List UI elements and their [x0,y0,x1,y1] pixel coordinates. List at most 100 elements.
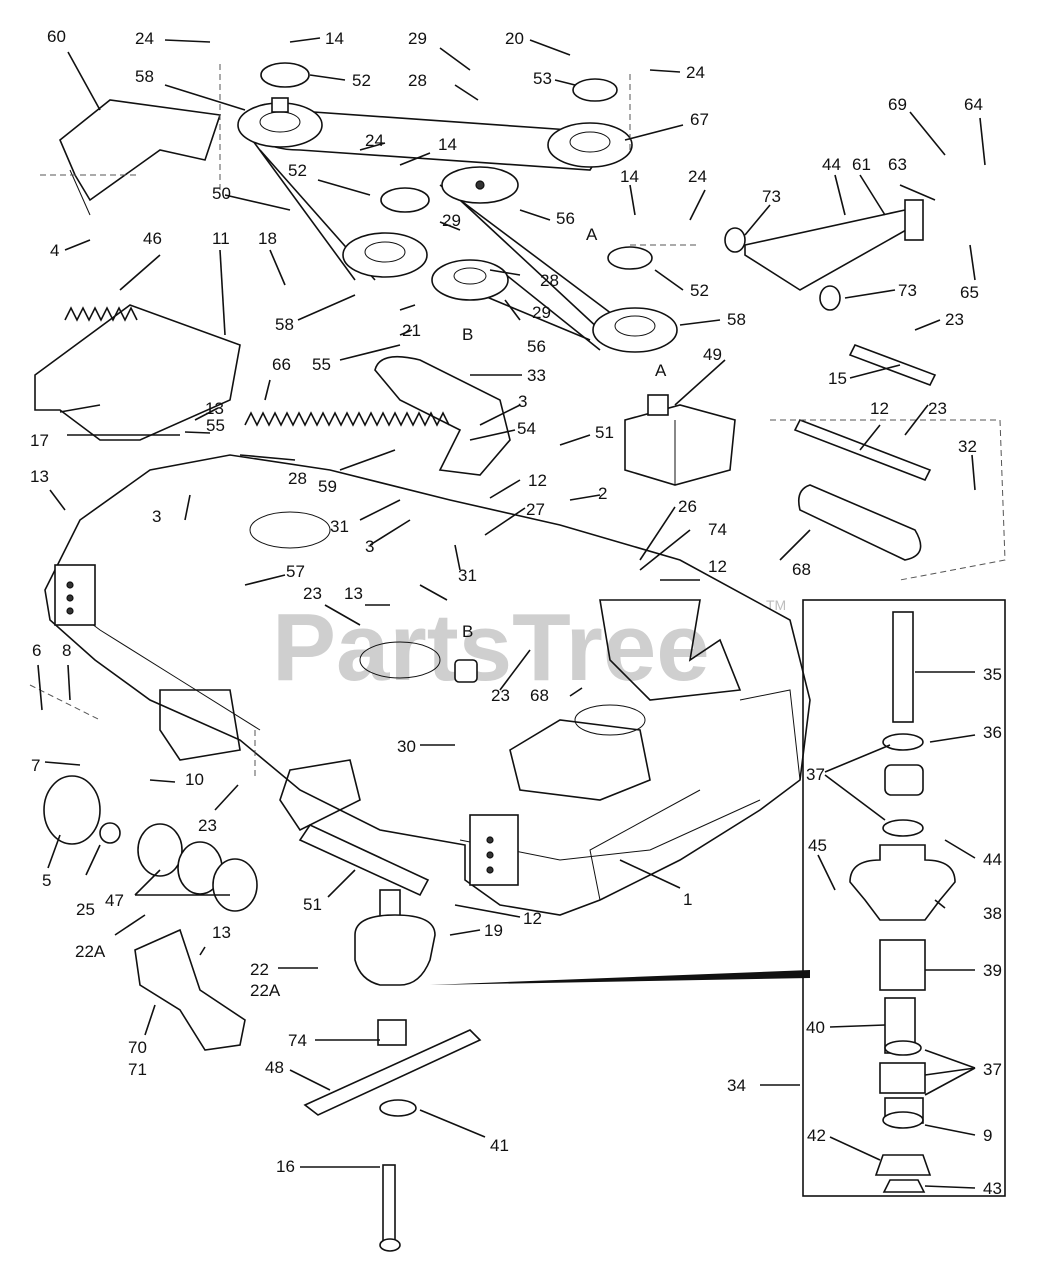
callout-label: 9 [983,1126,992,1145]
callout-label: 56 [556,209,575,228]
callout-label: 15 [828,369,847,388]
rear-roller-assembly [724,199,937,561]
callout-label: 49 [703,345,722,364]
callout-label: 23 [928,399,947,418]
callout-label: 58 [135,67,154,86]
callout-label: 24 [688,167,707,186]
callout-label: 37 [806,765,825,784]
callout-label: 12 [523,909,542,928]
callout-label: 4 [50,241,59,260]
callout-label: 14 [620,167,639,186]
callout-label: 38 [983,904,1002,923]
callout-label: 3 [365,537,374,556]
callout-label: 29 [442,211,461,230]
callout-label: 23 [198,816,217,835]
callout-label: 69 [888,95,907,114]
callout-label: 31 [458,566,477,585]
callout-label: 73 [898,281,917,300]
detail-pointer [430,970,810,985]
callout-label: 22A [250,981,281,1000]
callout-label: 59 [318,477,337,496]
idler-arm [374,355,511,476]
callout-label: 54 [517,419,536,438]
callout-label: 17 [30,431,49,450]
callout-label: 13 [212,923,231,942]
callout-label: 12 [708,557,727,576]
callout-label: 55 [206,416,225,435]
callout-label: 52 [288,161,307,180]
side-bracket [599,599,742,701]
callout-label: 50 [212,184,231,203]
front-bracket-right [509,719,651,801]
callout-label: 28 [288,469,307,488]
callout-label: B [462,622,473,641]
callout-label: 41 [490,1136,509,1155]
callout-label: 36 [983,723,1002,742]
callout-label: 18 [258,229,277,248]
callout-label: 35 [983,665,1002,684]
baffle-bracket [134,928,246,1051]
callout-label: 45 [808,836,827,855]
belt-50 [244,129,356,281]
callout-label: 19 [484,921,503,940]
callout-label: 34 [727,1076,746,1095]
spring-46 [64,306,138,322]
callout-label: 22 [250,960,269,979]
belt-cover [34,304,241,441]
callout-label: 32 [958,437,977,456]
callout-label: 65 [960,283,979,302]
callout-label: 27 [526,500,545,519]
callout-label: 7 [31,756,40,775]
callout-label: 44 [822,155,841,174]
callout-label: 55 [312,355,331,374]
spring-66 [244,411,450,427]
callout-label: 40 [806,1018,825,1037]
callout-label: 29 [532,303,551,322]
watermark: PartsTree [272,594,710,701]
callout-label: 31 [330,517,349,536]
callout-label: 42 [807,1126,826,1145]
callout-label: 14 [325,29,344,48]
callout-label: 13 [205,399,224,418]
callout-label: 2 [598,484,607,503]
gearbox [624,394,736,486]
front-bracket-left [159,689,241,761]
callout-label: 71 [128,1060,147,1079]
callout-label: 53 [533,69,552,88]
callout-label: 43 [983,1179,1002,1198]
callout-label: 60 [47,27,66,46]
callout-label: 51 [595,423,614,442]
callout-label: 52 [690,281,709,300]
leader-lines [37,37,986,1189]
callout-label: 58 [275,315,294,334]
callout-label: 5 [42,871,51,890]
trademark: TM [766,597,786,613]
callout-label: 61 [852,155,871,174]
callout-label: 24 [686,63,705,82]
belt-lower [439,184,621,321]
callout-label: 68 [792,560,811,579]
callout-label: 3 [152,507,161,526]
callout-label: 12 [870,399,889,418]
lower-shaft [298,823,430,897]
callout-label: 58 [727,310,746,329]
callout-label: 28 [540,271,559,290]
callout-label: 14 [438,135,457,154]
callout-label: 23 [303,584,322,603]
callout-label: 30 [397,737,416,756]
callout-label: 37 [983,1060,1002,1079]
callout-label: 22A [75,942,106,961]
gauge-wheels [43,775,258,912]
spindle-detail-inset [802,599,1006,1197]
callout-label: 70 [128,1038,147,1057]
callout-label: 20 [505,29,524,48]
callout-label: 48 [265,1058,284,1077]
front-bracket-mid [279,759,361,832]
callout-label: 64 [964,95,983,114]
callout-label: 25 [76,900,95,919]
callout-label: 10 [185,770,204,789]
callout-label: 63 [888,155,907,174]
callout-label: 29 [408,29,427,48]
